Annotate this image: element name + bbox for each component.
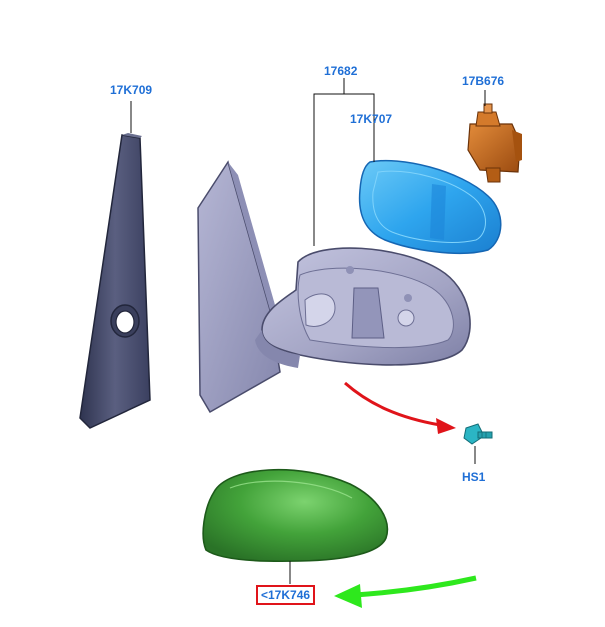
callout-mirror-glass: 17K707 bbox=[350, 112, 393, 126]
green-arrow-head bbox=[334, 584, 362, 608]
green-arrow bbox=[354, 575, 477, 598]
mirror-arm-part bbox=[197, 160, 281, 414]
callout-screw: HS1 bbox=[462, 470, 486, 484]
callout-base-cover: 17K709 bbox=[110, 83, 153, 97]
screw-part bbox=[463, 423, 493, 445]
red-arrow bbox=[344, 381, 441, 427]
callout-housing-cover: <17K746 bbox=[256, 585, 316, 605]
red-arrow-head bbox=[436, 418, 456, 434]
mirror-motor-part bbox=[467, 103, 522, 183]
housing-cover-part bbox=[202, 468, 389, 563]
callout-mirror-assembly: 17682 bbox=[324, 64, 358, 78]
mirror-housing-part bbox=[255, 247, 471, 368]
mirror-glass-part bbox=[358, 159, 502, 255]
base-cover-part bbox=[79, 133, 151, 429]
callout-motor: 17B676 bbox=[462, 74, 505, 88]
